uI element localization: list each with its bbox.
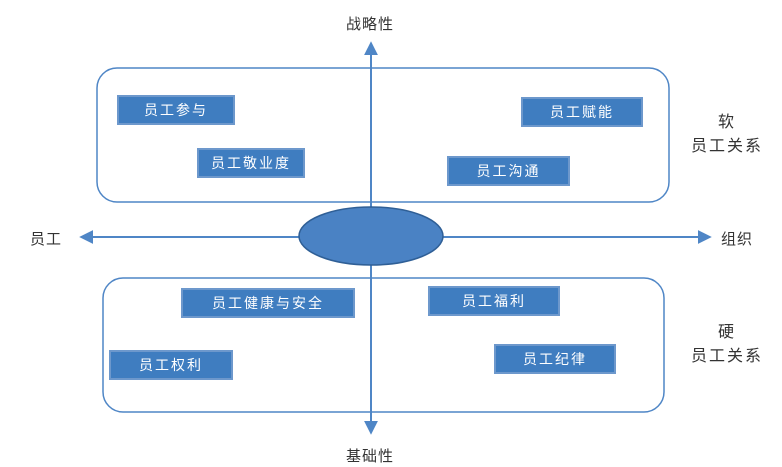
hard-relations-label: 硬 员工关系 xyxy=(672,320,782,368)
hard-label-line2: 员工关系 xyxy=(690,346,763,365)
hard-relations-region xyxy=(102,277,665,413)
item-employee-empowerment: 员工赋能 xyxy=(521,97,643,127)
axis-label-employee: 员工 xyxy=(30,230,63,248)
hard-label-line1: 硬 xyxy=(717,322,736,341)
item-employee-health-safety: 员工健康与安全 xyxy=(181,288,355,318)
soft-label-line1: 软 xyxy=(717,112,736,131)
axis-label-foundational: 基础性 xyxy=(346,447,395,465)
axis-label-organization: 组织 xyxy=(721,230,754,248)
item-employee-rights: 员工权利 xyxy=(109,350,233,380)
item-employee-welfare: 员工福利 xyxy=(428,286,560,316)
item-employee-engagement: 员工敬业度 xyxy=(197,148,305,178)
soft-relations-label: 软 员工关系 xyxy=(672,110,782,158)
axis-label-strategic: 战略性 xyxy=(346,15,395,33)
item-employee-communication: 员工沟通 xyxy=(447,156,570,186)
center-ellipse xyxy=(298,206,444,266)
soft-label-line2: 员工关系 xyxy=(690,136,763,155)
item-employee-discipline: 员工纪律 xyxy=(494,344,616,374)
soft-relations-region xyxy=(96,67,670,203)
item-employee-participation: 员工参与 xyxy=(117,95,235,125)
